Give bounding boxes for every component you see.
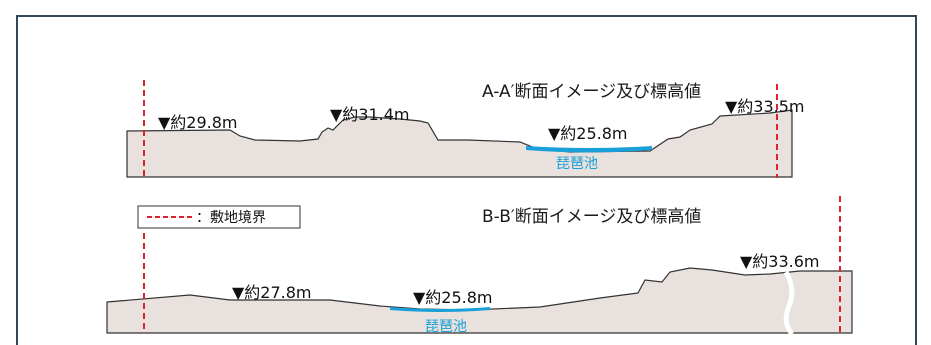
break-line [783,270,795,336]
elevation-label: ▼約31.4m [330,105,410,124]
elevation-label: ▼約27.8m [232,283,312,302]
elevation-label: ▼約25.8m [548,124,628,143]
legend-box [137,205,301,229]
elevation-label: ▼約29.8m [158,113,238,132]
pond-water-a [526,146,652,153]
pond-label: 琵琶池 [425,319,467,335]
elevation-label: ▼約33.6m [740,252,820,271]
frame-border [16,15,917,345]
elevation-label: ▼約33.5m [725,97,805,116]
section-b-title: B-B′断面イメージ及び標高値 [482,207,701,227]
pond-water-b [390,307,490,312]
ground-profile-b [106,267,853,334]
legend-label: ：敷地境界 [196,210,266,226]
section-a-title: A-A′断面イメージ及び標高値 [482,82,701,102]
ground-profile-a [126,109,793,178]
pond-label: 琵琶池 [556,156,598,172]
elevation-label: ▼約25.8m [413,288,493,307]
